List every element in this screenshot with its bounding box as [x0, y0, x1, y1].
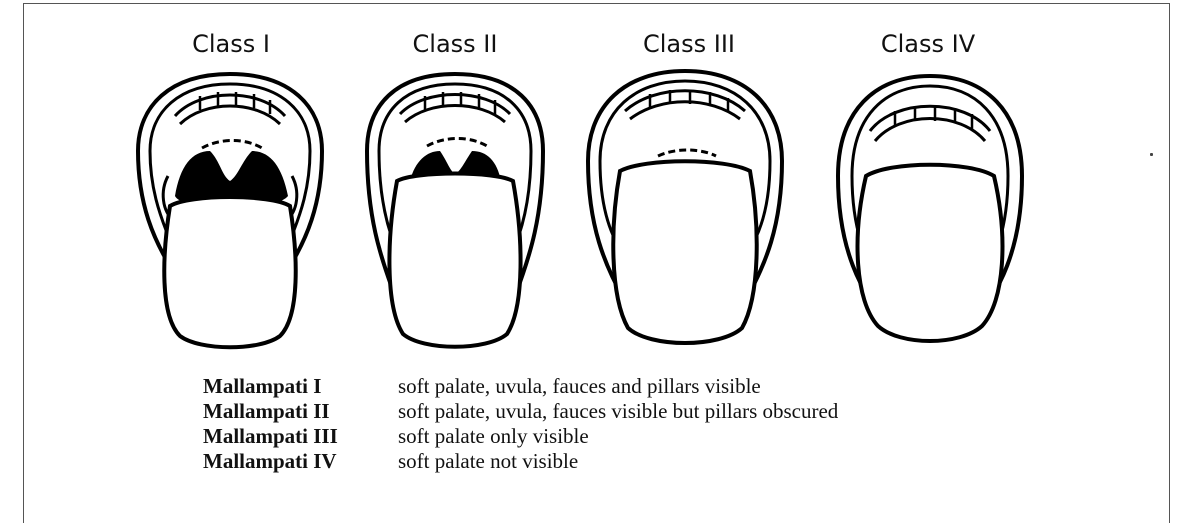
class-1-label: Class I	[192, 30, 270, 58]
legend-term: Mallampati II	[203, 399, 398, 424]
class-4-label: Class IV	[881, 30, 975, 58]
class-3-label: Class III	[643, 30, 735, 58]
legend-row: Mallampati III soft palate only visible	[203, 424, 838, 449]
class-4-mouth-illustration	[830, 66, 1030, 356]
legend-description: soft palate, uvula, fauces visible but p…	[398, 399, 838, 424]
legend-term: Mallampati III	[203, 424, 398, 449]
class-1-mouth-illustration	[130, 66, 330, 356]
legend-description: soft palate only visible	[398, 424, 589, 449]
legend-row: Mallampati II soft palate, uvula, fauces…	[203, 399, 838, 424]
legend-term: Mallampati I	[203, 374, 398, 399]
class-2-mouth-illustration	[355, 66, 555, 356]
legend-description: soft palate, uvula, fauces and pillars v…	[398, 374, 761, 399]
legend-row: Mallampati I soft palate, uvula, fauces …	[203, 374, 838, 399]
class-3-mouth-illustration	[580, 66, 790, 356]
mallampati-legend: Mallampati I soft palate, uvula, fauces …	[203, 374, 838, 474]
legend-term: Mallampati IV	[203, 449, 398, 474]
legend-description: soft palate not visible	[398, 449, 578, 474]
legend-row: Mallampati IV soft palate not visible	[203, 449, 838, 474]
stray-mark	[1150, 153, 1153, 156]
class-2-label: Class II	[413, 30, 498, 58]
